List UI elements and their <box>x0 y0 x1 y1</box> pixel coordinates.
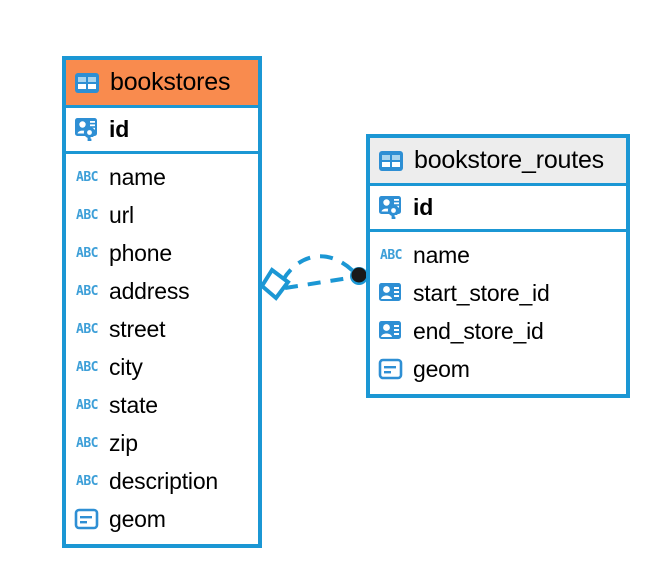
primary-key-icon <box>74 117 100 142</box>
field-label-phone: phone <box>109 239 172 266</box>
entity-bookstores-header[interactable]: bookstores <box>66 60 258 108</box>
abc-text-icon: ABC <box>76 245 98 261</box>
field-label-city: city <box>109 353 143 380</box>
field-row-name[interactable]: ABC name <box>66 158 258 196</box>
field-row-description[interactable]: ABC description <box>66 462 258 500</box>
table-icon <box>74 72 100 94</box>
geometry-icon <box>74 508 100 530</box>
field-label-geom: geom <box>413 355 470 382</box>
field-row-street[interactable]: ABC street <box>66 310 258 348</box>
abc-text-icon: ABC <box>76 473 98 489</box>
field-row-url[interactable]: ABC url <box>66 196 258 234</box>
field-label-address: address <box>109 277 190 304</box>
relationship-diamond-endpoint <box>259 267 291 301</box>
field-row-id[interactable]: id <box>370 186 626 232</box>
field-label-state: state <box>109 391 158 418</box>
field-row-geom[interactable]: geom <box>66 500 258 538</box>
relationship-branch-upper <box>281 254 356 282</box>
field-row-start-store-id[interactable]: start_store_id <box>370 274 626 312</box>
field-row-zip[interactable]: ABC zip <box>66 424 258 462</box>
abc-text-icon: ABC <box>76 207 98 223</box>
field-label-description: description <box>109 467 219 494</box>
abc-text-icon: ABC <box>76 283 98 299</box>
abc-text-icon: ABC <box>76 435 98 451</box>
entity-bookstores-fields: ABC name ABC url ABC phone ABC address A… <box>66 154 258 544</box>
primary-key-icon <box>378 195 404 220</box>
field-label-street: street <box>109 315 166 342</box>
abc-text-icon: ABC <box>76 397 98 413</box>
field-row-state[interactable]: ABC state <box>66 386 258 424</box>
relationship-branch-lower <box>284 275 356 290</box>
field-row-address[interactable]: ABC address <box>66 272 258 310</box>
field-label-id: id <box>109 116 130 142</box>
entity-bookstore-routes-title: bookstore_routes <box>414 146 604 174</box>
field-label-end-store-id: end_store_id <box>413 317 544 344</box>
field-row-end-store-id[interactable]: end_store_id <box>370 312 626 350</box>
abc-text-icon: ABC <box>76 169 98 185</box>
field-label-url: url <box>109 201 134 228</box>
field-label-id: id <box>413 194 434 220</box>
abc-text-icon: ABC <box>380 247 402 263</box>
entity-bookstore-routes-fields: ABC name start_store_id <box>370 232 626 394</box>
field-label-start-store-id: start_store_id <box>413 279 550 306</box>
entity-bookstore-routes[interactable]: bookstore_routes <box>366 134 630 398</box>
geometry-icon <box>378 358 404 380</box>
table-icon <box>378 150 404 172</box>
entity-bookstores[interactable]: bookstores id <box>62 56 262 548</box>
foreign-key-icon <box>378 282 404 304</box>
abc-text-icon: ABC <box>76 359 98 375</box>
field-row-name[interactable]: ABC name <box>370 236 626 274</box>
field-label-name: name <box>109 163 166 190</box>
entity-bookstore-routes-header[interactable]: bookstore_routes <box>370 138 626 186</box>
field-row-phone[interactable]: ABC phone <box>66 234 258 272</box>
entity-bookstores-title: bookstores <box>110 68 231 96</box>
field-row-geom[interactable]: geom <box>370 350 626 388</box>
field-label-geom: geom <box>109 505 166 532</box>
abc-text-icon: ABC <box>76 321 98 337</box>
field-label-zip: zip <box>109 429 138 456</box>
field-row-city[interactable]: ABC city <box>66 348 258 386</box>
foreign-key-icon <box>378 320 404 342</box>
field-row-id[interactable]: id <box>66 108 258 154</box>
field-label-name: name <box>413 241 470 268</box>
